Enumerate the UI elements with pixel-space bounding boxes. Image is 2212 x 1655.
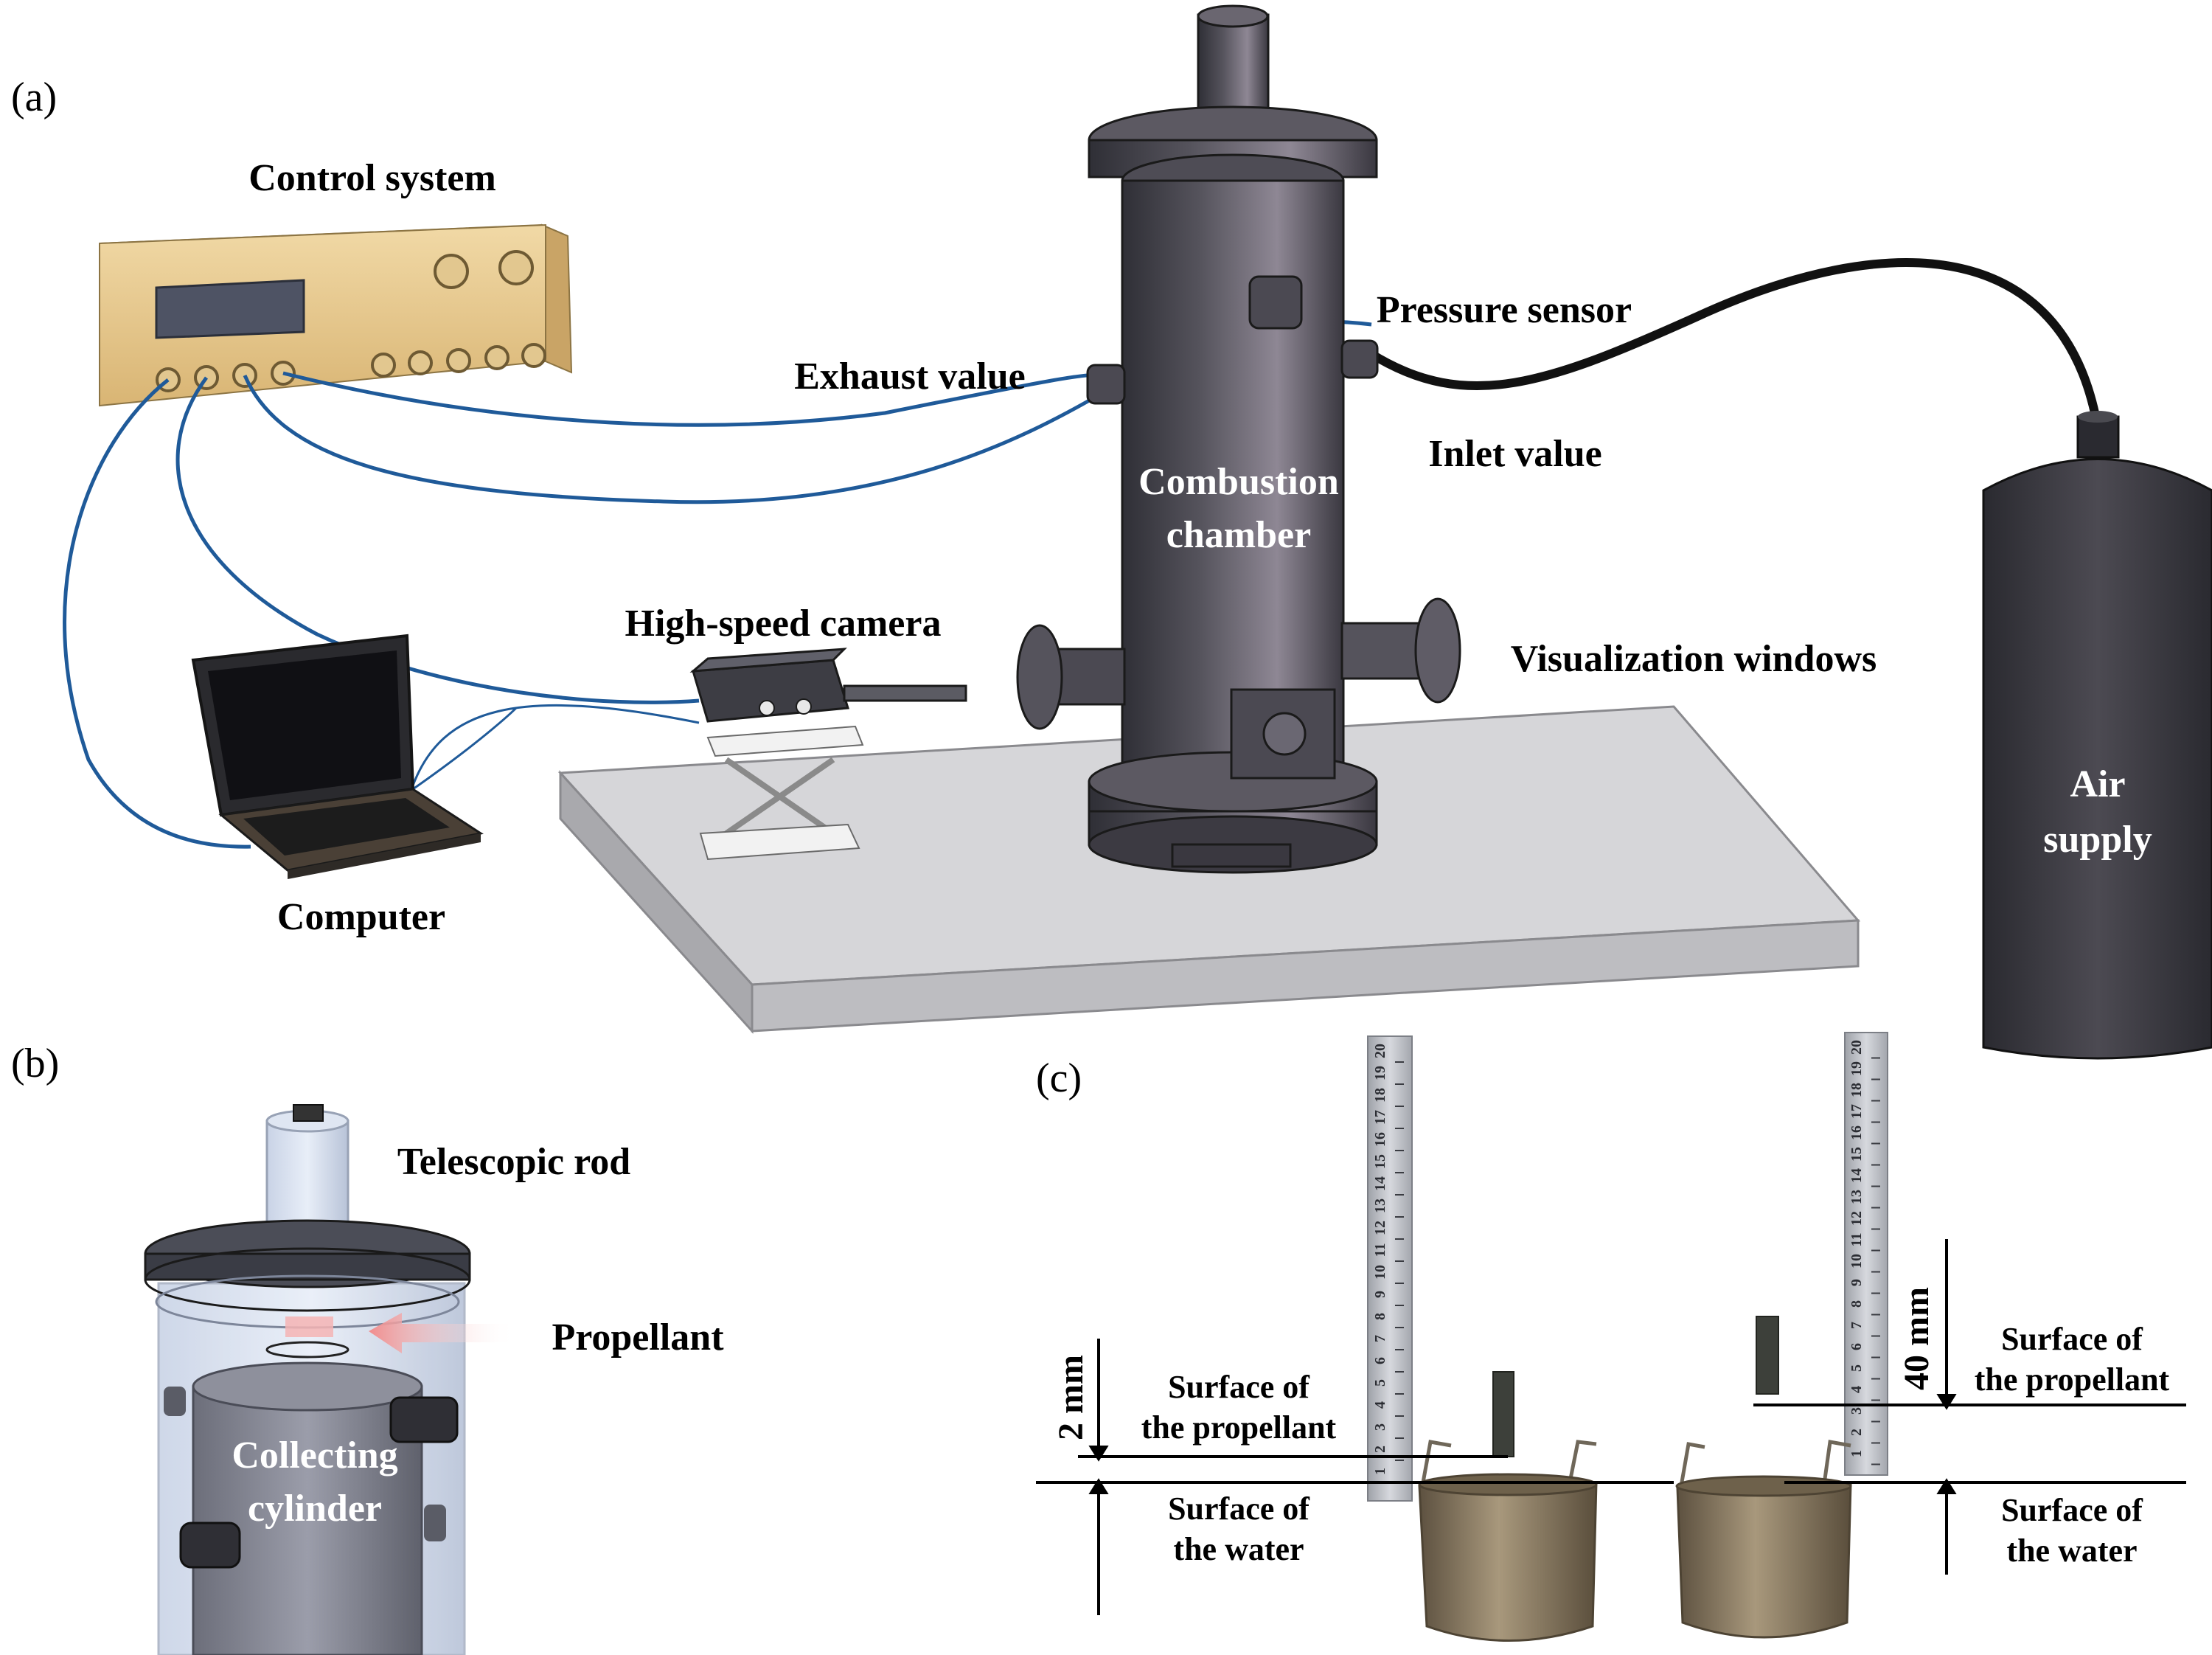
right-distance-label: 40 mm	[1897, 1287, 1936, 1390]
ruler-number: 20	[1848, 1040, 1865, 1055]
laptop-icon	[191, 634, 484, 879]
ruler-number: 20	[1372, 1044, 1388, 1058]
ruler-number: 4	[1372, 1401, 1388, 1409]
label-combustion-chamber-line2: chamber	[1166, 514, 1311, 556]
panel-a: (a) Control system	[11, 4, 2212, 1060]
ruler-number: 10	[1372, 1265, 1388, 1280]
left-distance-label: 2 mm	[1051, 1355, 1091, 1440]
ruler-number: 5	[1848, 1364, 1865, 1372]
control-system-box	[99, 223, 573, 407]
left-surface-water-line1: Surface of	[1168, 1491, 1310, 1527]
label-collecting-cylinder-line2: cylinder	[248, 1488, 382, 1530]
right-surface-water-line1: Surface of	[2001, 1492, 2143, 1528]
ruler-number: 18	[1372, 1088, 1388, 1103]
label-high-speed-camera: High-speed camera	[625, 603, 942, 645]
label-telescopic-rod: Telescopic rod	[397, 1141, 630, 1183]
ruler-number: 9	[1848, 1279, 1865, 1286]
ruler-number: 15	[1372, 1154, 1388, 1169]
label-pressure-sensor: Pressure sensor	[1377, 289, 1632, 331]
right-pot	[1676, 1482, 1852, 1639]
ruler-number: 4	[1848, 1386, 1865, 1393]
ruler-number: 8	[1848, 1300, 1865, 1308]
left-annotation-lines	[1036, 1339, 1674, 1615]
air-supply-tank-icon	[1982, 411, 2212, 1060]
ruler-number: 1	[1848, 1450, 1865, 1457]
ruler-number: 2	[1372, 1446, 1388, 1453]
ruler-number: 16	[1372, 1132, 1388, 1147]
left-surface-water-line2: the water	[1173, 1531, 1304, 1567]
right-surface-propellant-line2: the propellant	[1975, 1361, 2170, 1398]
label-exhaust-value: Exhaust value	[794, 355, 1026, 398]
ruler-number: 19	[1848, 1061, 1865, 1076]
signal-cables	[63, 319, 1372, 849]
ruler-number: 7	[1848, 1322, 1865, 1329]
air-hose	[1368, 258, 2102, 429]
right-surface-water-line2: the water	[2006, 1533, 2137, 1569]
ruler-number: 16	[1848, 1125, 1865, 1140]
high-speed-camera-icon	[689, 648, 967, 861]
left-surface-propellant-line2: the propellant	[1141, 1409, 1337, 1446]
left-ruler: 20 19 18 17 16 15 14 13 12 11 10 9 8 7 6 5 4 3 2 1	[1367, 1035, 1413, 1502]
ruler-number: 6	[1372, 1357, 1388, 1364]
propellant-arrow	[369, 1313, 516, 1353]
ruler-number: 9	[1372, 1291, 1388, 1298]
ruler-number: 13	[1848, 1190, 1865, 1204]
label-air-supply-line2: supply	[2043, 819, 2152, 861]
label-collecting-cylinder-line1: Collecting	[232, 1434, 397, 1477]
ruler-number: 14	[1372, 1176, 1388, 1191]
ruler-number: 1	[1372, 1468, 1388, 1475]
ruler-number: 12	[1848, 1211, 1865, 1226]
ruler-number: 18	[1848, 1083, 1865, 1097]
right-propellant-block	[1756, 1316, 1779, 1395]
ruler-number: 17	[1372, 1110, 1388, 1125]
ruler-number: 5	[1372, 1379, 1388, 1387]
label-combustion-chamber-line1: Combustion	[1138, 461, 1339, 503]
ruler-number: 19	[1372, 1066, 1388, 1080]
left-propellant-block	[1492, 1371, 1514, 1457]
ruler-number: 17	[1848, 1104, 1865, 1119]
right-ruler-ticks: 20 19 18 17 16 15 14 13 12 11 10 9 8 7 6 5 4 3 2 1	[1848, 1040, 1880, 1465]
ruler-number: 13	[1372, 1198, 1388, 1213]
label-visualization-windows: Visualization windows	[1511, 638, 1877, 680]
left-ruler-ticks: 20 19 18 17 16 15 14 13 12 11 10 9 8 7 6 5 4 3 2 1	[1372, 1044, 1404, 1483]
panel-b: (b) Telescopic rod Propellant Collecting…	[11, 1041, 724, 1655]
panel-b-letter: (b)	[11, 1041, 59, 1086]
panel-c-letter: (c)	[1036, 1055, 1082, 1101]
panel-a-letter: (a)	[11, 74, 57, 120]
ruler-number: 8	[1372, 1313, 1388, 1320]
right-surface-propellant-line1: Surface of	[2001, 1321, 2143, 1357]
ruler-number: 10	[1848, 1254, 1865, 1269]
ruler-number: 11	[1848, 1233, 1865, 1247]
label-computer: Computer	[277, 896, 445, 938]
combustion-chamber-icon	[1016, 4, 1461, 874]
ruler-number: 15	[1848, 1147, 1865, 1162]
label-control-system: Control system	[248, 157, 496, 199]
right-ruler: 20 19 18 17 16 15 14 13 12 11 10 9 8 7 6 5 4 3 2 1	[1844, 1032, 1888, 1476]
right-pot-handle	[1679, 1440, 1851, 1487]
right-annotation-lines	[1753, 1239, 2186, 1575]
ruler-number: 7	[1372, 1335, 1388, 1342]
ruler-number: 12	[1372, 1221, 1388, 1235]
ruler-number: 3	[1372, 1423, 1388, 1431]
ruler-number: 3	[1848, 1407, 1865, 1415]
ruler-number: 6	[1848, 1343, 1865, 1350]
ruler-number: 14	[1848, 1168, 1865, 1183]
left-pot	[1418, 1481, 1598, 1642]
label-propellant: Propellant	[552, 1316, 724, 1359]
left-surface-propellant-line1: Surface of	[1168, 1369, 1310, 1405]
left-pot-handle	[1421, 1440, 1597, 1483]
label-inlet-value: Inlet value	[1428, 433, 1601, 475]
label-air-supply-line1: Air	[2070, 763, 2125, 805]
ruler-number: 11	[1372, 1243, 1388, 1257]
ruler-number: 2	[1848, 1429, 1865, 1436]
